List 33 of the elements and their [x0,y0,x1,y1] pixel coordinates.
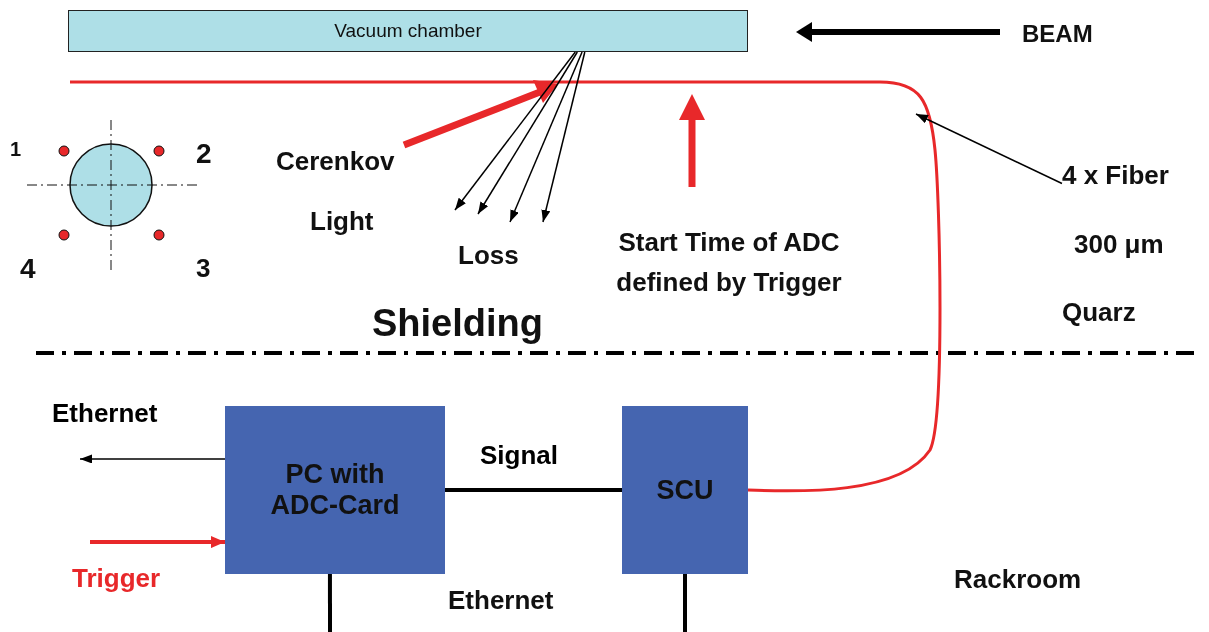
number-label: 3 [196,253,211,284]
fiber-label: Quarz [1062,297,1136,328]
edge-label: Ethernet [52,398,158,429]
connector-line [509,51,583,223]
connector-line [454,51,577,211]
number-label: 2 [196,138,212,170]
connector-line [477,51,579,215]
text-label: Cerenkov [276,146,395,177]
connector-line [683,574,687,632]
number-label: 1 [10,138,22,161]
leader-line [915,113,1063,185]
fiber-cross-section-circle [69,143,153,227]
edge-label: Trigger [72,563,161,594]
connector-line [79,454,226,464]
text-label: Rackroom [954,564,1082,595]
connector-line [541,51,586,223]
vacuum-chamber-box: Vacuum chamber [68,10,748,52]
text-label: Light [310,206,374,237]
number-label: 4 [20,253,36,285]
fiber-line [70,80,942,493]
text-label: Start Time of ADC defined by Trigger [615,226,843,299]
heading-text: Shielding [372,302,543,345]
scu-box: SCU [622,406,748,574]
connector-line [327,574,332,632]
fiber-label: 300 μm [1074,228,1164,260]
text-label: Ethernet [448,585,554,616]
beam-label: BEAM [1022,20,1093,48]
edge-label: Signal [480,440,558,471]
arrow [90,536,225,549]
pc-box: PC with ADC-Card [225,406,445,574]
text-label: Loss [458,240,519,271]
connector-line [445,488,622,492]
fiber-label: 4 x Fiber [1062,160,1169,191]
